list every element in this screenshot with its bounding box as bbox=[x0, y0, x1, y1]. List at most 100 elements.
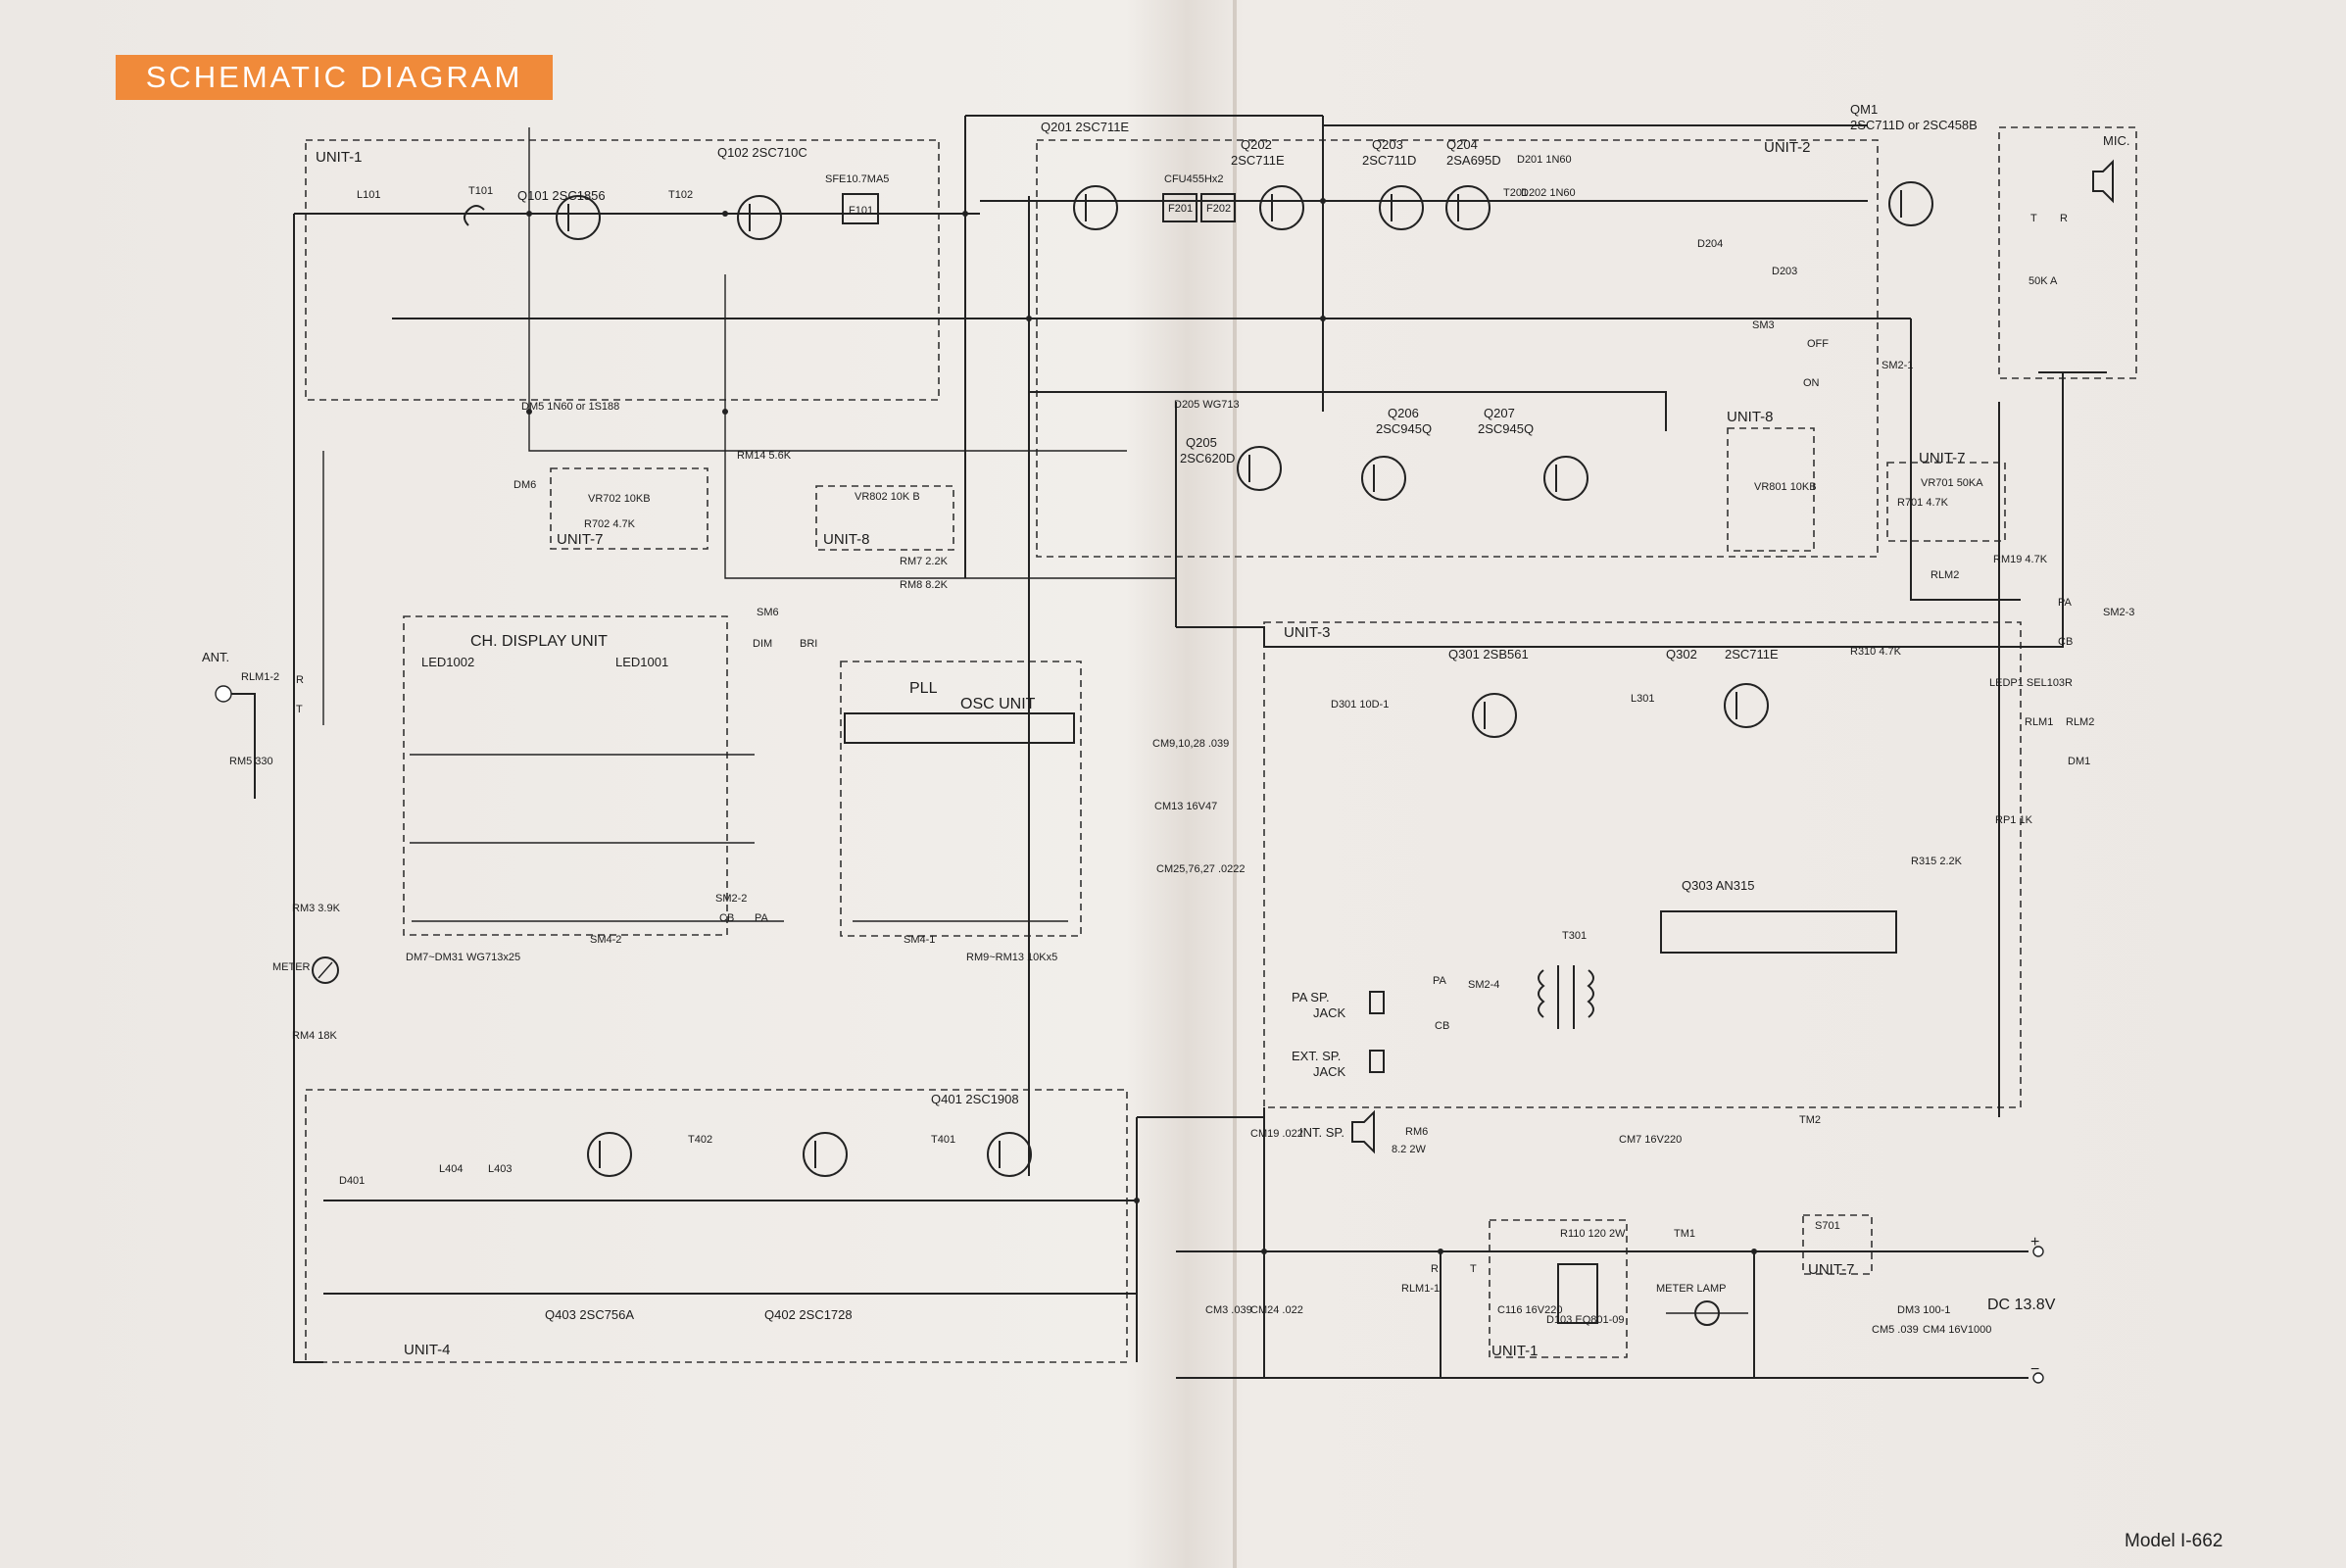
label-sm2-3: SM2-3 bbox=[2103, 607, 2134, 618]
label-r702: R702 4.7K bbox=[584, 518, 636, 530]
label-minus: − bbox=[2030, 1361, 2039, 1378]
diagram-title-banner: SCHEMATIC DIAGRAM bbox=[116, 55, 553, 100]
label-q206-type: 2SC945Q bbox=[1376, 421, 1432, 436]
label-q205-type: 2SC620D bbox=[1180, 451, 1235, 466]
transistor-q302 bbox=[1724, 683, 1769, 728]
label-rlm1: RLM1 bbox=[2025, 716, 2053, 728]
transistor-q201 bbox=[1073, 185, 1118, 230]
label-rm6: RM6 bbox=[1405, 1126, 1428, 1138]
unit-1-bottom-wire bbox=[528, 412, 1127, 452]
label-rm8: RM8 8.2K bbox=[900, 579, 949, 591]
label-l404: L404 bbox=[439, 1163, 463, 1175]
label-cm7: CM7 16V220 bbox=[1619, 1134, 1682, 1146]
transistor-q207 bbox=[1543, 456, 1588, 501]
label-t101: T101 bbox=[468, 185, 493, 197]
pll-osc-box bbox=[840, 661, 1082, 937]
label-q303: Q303 AN315 bbox=[1682, 878, 1754, 893]
switch-pos-r-mic: R bbox=[2060, 213, 2068, 224]
transistor-q401 bbox=[987, 1132, 1032, 1177]
label-r310: R310 4.7K bbox=[1850, 646, 1902, 658]
label-d301: D301 10D-1 bbox=[1331, 699, 1389, 710]
transistor-q102 bbox=[737, 195, 782, 240]
label-l101: L101 bbox=[357, 189, 380, 201]
mic-box bbox=[1998, 126, 2137, 379]
label-rm4: RM4 18K bbox=[292, 1030, 338, 1042]
label-c116: C116 16V220 bbox=[1497, 1304, 1562, 1316]
unit-2-lower-wire bbox=[1029, 391, 1667, 431]
label-dm6: DM6 bbox=[513, 479, 536, 491]
label-ledp1: LEDP1 SEL103R bbox=[1989, 677, 2073, 689]
unit-1-to-pll-wire bbox=[724, 412, 1176, 579]
label-rm3: RM3 3.9K bbox=[292, 903, 341, 914]
unit-1-small-label: UNIT-1 bbox=[1491, 1343, 1539, 1359]
label-q401: Q401 2SC1908 bbox=[931, 1092, 1019, 1106]
unit-4-box bbox=[305, 1089, 1128, 1363]
label-q102: Q102 2SC710C bbox=[717, 145, 807, 160]
label-dm1: DM1 bbox=[2068, 756, 2090, 767]
label-mic: MIC. bbox=[2103, 133, 2129, 148]
transistor-q403 bbox=[587, 1132, 632, 1177]
label-q302-type: 2SC711E bbox=[1725, 647, 1779, 662]
label-q205: Q205 bbox=[1186, 435, 1217, 450]
label-q201: Q201 2SC711E bbox=[1041, 120, 1129, 134]
label-rm14: RM14 5.6K bbox=[737, 450, 792, 462]
osc-unit-label: OSC UNIT bbox=[960, 696, 1036, 712]
label-rp1: RP1 1K bbox=[1995, 814, 2033, 826]
unit-8-box-left bbox=[815, 485, 954, 551]
label-dim: DIM bbox=[753, 638, 772, 650]
label-pa-jack: JACK bbox=[1313, 1005, 1346, 1020]
ext-jack-symbol bbox=[1369, 1050, 1385, 1073]
label-tm1: TM1 bbox=[1674, 1228, 1695, 1240]
label-tm2: TM2 bbox=[1799, 1114, 1821, 1126]
switch-pos-r-rlm1-1: R bbox=[1431, 1263, 1439, 1275]
switch-pos-pa-sm2-3: PA bbox=[2058, 597, 2073, 609]
unit-8-label-left: UNIT-8 bbox=[823, 531, 870, 548]
label-led1001: LED1001 bbox=[615, 655, 668, 669]
label-sm4-2: SM4-2 bbox=[590, 934, 621, 946]
label-bri: BRI bbox=[800, 638, 817, 650]
switch-pos-cb-sm2-2: CB bbox=[719, 912, 734, 924]
label-t402: T402 bbox=[688, 1134, 712, 1146]
label-q207-type: 2SC945Q bbox=[1478, 421, 1534, 436]
label-r315: R315 2.2K bbox=[1911, 856, 1963, 867]
dc-plus-terminal bbox=[2032, 1246, 2044, 1257]
pll-chip bbox=[844, 712, 1075, 744]
int-speaker-symbol bbox=[1351, 1109, 1375, 1154]
label-meter: METER bbox=[272, 961, 311, 973]
junction-dots bbox=[526, 198, 1757, 1254]
label-d204: D204 bbox=[1697, 238, 1723, 250]
dc-minus-terminal bbox=[2032, 1372, 2044, 1384]
label-f202: F202 bbox=[1206, 203, 1231, 215]
unit-1-reg-block bbox=[1557, 1263, 1598, 1324]
switch-pos-cb-sm2-3: CB bbox=[2058, 636, 2073, 648]
unit-2-3-right-link bbox=[1910, 318, 2021, 601]
label-q202: Q202 bbox=[1241, 137, 1272, 152]
transformer-t301 bbox=[1538, 965, 1594, 1029]
transformer-t101 bbox=[464, 205, 485, 226]
label-f201: F201 bbox=[1168, 203, 1193, 215]
label-f101: F101 bbox=[849, 205, 873, 217]
label-ant: ANT. bbox=[202, 650, 229, 664]
label-cm25: CM25,76,27 .0222 bbox=[1156, 863, 1246, 875]
switch-pos-t-rlm1-1: T bbox=[1470, 1263, 1477, 1275]
label-rm19: RM19 4.7K bbox=[1993, 554, 2048, 565]
label-cm5: CM5 .039 bbox=[1872, 1324, 1919, 1336]
unit-7-label-right: UNIT-7 bbox=[1919, 450, 1966, 466]
unit-8-label-right: UNIT-8 bbox=[1727, 409, 1774, 425]
unit-7-label-left: UNIT-7 bbox=[557, 531, 604, 548]
unit-1-label: UNIT-1 bbox=[316, 149, 363, 166]
unit-7-box-right bbox=[1886, 462, 2006, 542]
label-d203: D203 bbox=[1772, 266, 1797, 277]
label-s701: S701 bbox=[1815, 1220, 1840, 1232]
label-on: ON bbox=[1803, 377, 1820, 389]
label-q402: Q402 2SC1728 bbox=[764, 1307, 853, 1322]
label-sm3: SM3 bbox=[1752, 319, 1775, 331]
label-vr802: VR802 10K B bbox=[855, 491, 920, 503]
transistor-q402 bbox=[803, 1132, 848, 1177]
label-rlm1-1: RLM1-1 bbox=[1401, 1283, 1440, 1295]
label-q204-type: 2SA695D bbox=[1446, 153, 1501, 168]
pa-jack-symbol bbox=[1369, 991, 1385, 1014]
label-qm1-type: 2SC711D or 2SC458B bbox=[1850, 118, 1978, 132]
transistor-q301 bbox=[1472, 693, 1517, 738]
